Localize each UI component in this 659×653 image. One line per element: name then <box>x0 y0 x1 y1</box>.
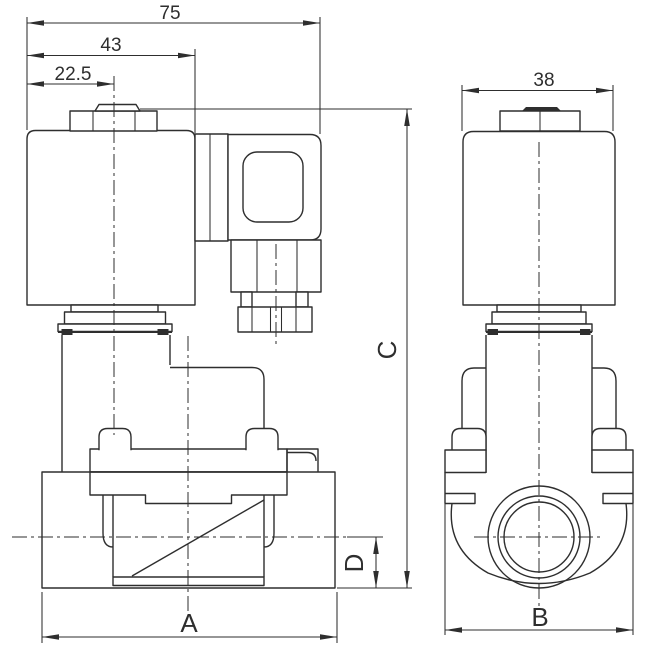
membrane-diagonal <box>131 499 265 577</box>
dimension-22-5: 22.5 <box>27 64 114 87</box>
armature-tube-front <box>61 335 171 472</box>
dim-label-75: 75 <box>159 3 180 24</box>
bolt-block-right <box>591 427 627 451</box>
hex-nut-facets-front <box>92 111 136 131</box>
cable-gland <box>237 306 313 333</box>
dimension-B: B <box>444 503 634 635</box>
bracket-foot-step <box>286 448 319 472</box>
connector-window <box>242 151 304 223</box>
dim-label-D: D <box>339 554 369 573</box>
front-view <box>12 76 353 612</box>
body-ear-step-right <box>602 492 633 505</box>
dimension-A: A <box>41 592 338 643</box>
side-view <box>444 107 634 606</box>
retaining-clip-front-right <box>157 329 169 335</box>
bolt-block-left <box>451 427 487 451</box>
din-connector-body <box>227 133 322 241</box>
dimension-38: 38 <box>461 70 614 131</box>
dim-label-22-5: 22.5 <box>55 64 92 85</box>
seat-cavity-right <box>263 495 275 577</box>
connector-neck-lines <box>256 240 298 292</box>
body-bowl <box>450 503 628 585</box>
coil-side <box>462 130 616 306</box>
dimension-C: C <box>140 108 412 589</box>
ear-block-left <box>444 449 487 473</box>
bonnet-bolt-left <box>98 427 132 451</box>
dim-label-B: B <box>531 602 548 632</box>
dim-label-A: A <box>180 608 198 638</box>
ear-block-right <box>591 449 634 473</box>
mounting-bracket-front <box>170 366 265 428</box>
dim-label-C: C <box>372 341 402 360</box>
spool-flange-front-2 <box>63 311 167 325</box>
nut-crown-front <box>94 103 141 112</box>
valve-body-side <box>444 471 634 504</box>
coil-front <box>26 129 196 306</box>
bracket-wing-right <box>592 367 617 428</box>
dim-label-43: 43 <box>100 35 121 56</box>
retaining-clip-side-left <box>487 329 498 335</box>
coil-spacer <box>194 133 229 242</box>
gland-stem-right <box>295 291 309 308</box>
dimensions: 75 43 22.5 38 C D <box>26 3 634 643</box>
seat-cavity-left <box>102 495 114 577</box>
spool-flange-front-lip <box>57 323 173 333</box>
bracket-wing-left <box>461 367 486 428</box>
dimension-D: D <box>339 536 383 588</box>
cable-gland-facets <box>251 307 297 332</box>
bonnet-bolt-right <box>245 427 279 451</box>
retaining-clip-front-left <box>61 329 73 335</box>
retaining-clip-side-right <box>580 329 591 335</box>
dimension-75: 75 <box>26 3 321 134</box>
dimension-43: 43 <box>27 35 196 133</box>
dim-label-38: 38 <box>533 70 554 91</box>
body-ear-step-left <box>445 492 476 505</box>
gland-stem-left <box>240 291 253 308</box>
nut-crown-side <box>522 107 561 111</box>
